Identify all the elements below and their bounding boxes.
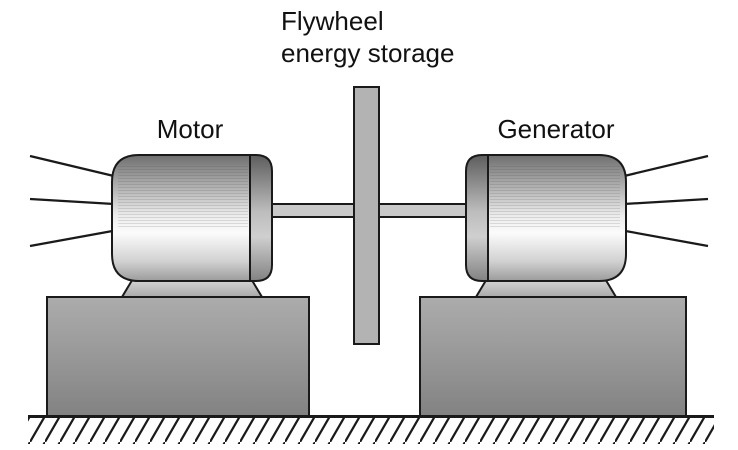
- motor-pedestal: [46, 296, 310, 417]
- motor-end-cap: [249, 154, 273, 282]
- generator-pedestal: [419, 296, 687, 417]
- flywheel-title-line2: energy storage: [281, 38, 454, 68]
- generator-end-cap: [465, 154, 489, 282]
- flywheel-title-line1: Flywheel: [281, 6, 384, 36]
- generator-body-fins: [490, 166, 620, 228]
- generator-wires-icon: [619, 154, 709, 248]
- ground-hatching: [28, 418, 714, 444]
- motor-label: Motor: [157, 114, 224, 144]
- motor-body-fins: [118, 166, 248, 228]
- motor-wires-icon: [29, 154, 119, 248]
- flywheel: [353, 86, 380, 345]
- generator-label: Generator: [497, 114, 614, 144]
